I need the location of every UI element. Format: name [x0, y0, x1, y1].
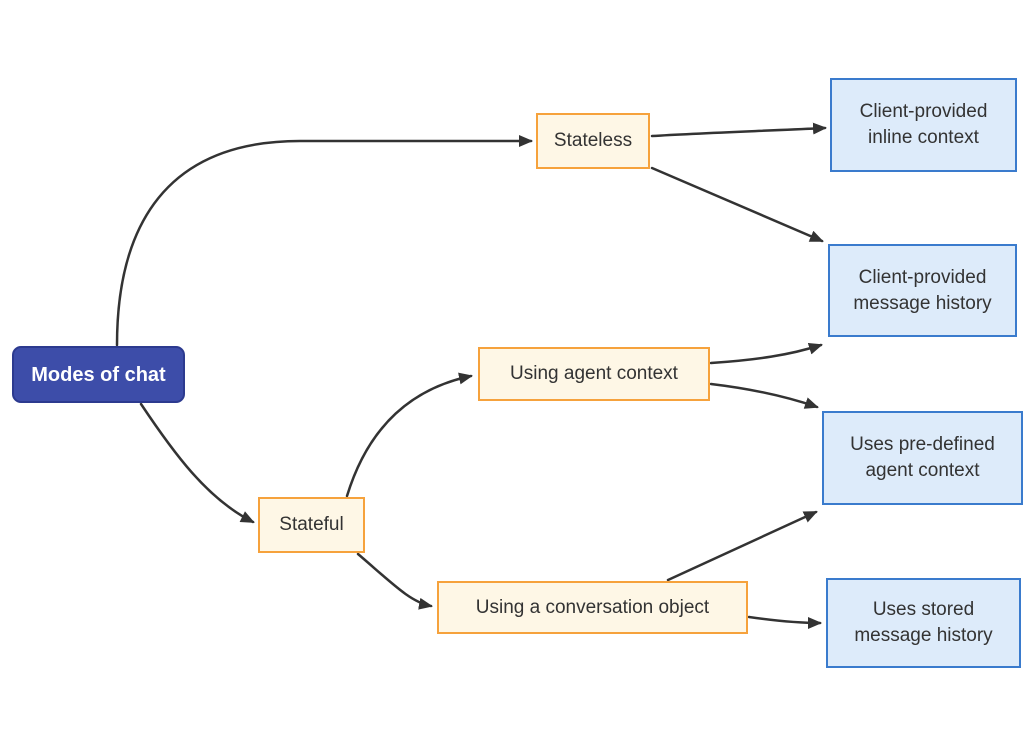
node-client-provided-inline-context: Client-provided inline context	[830, 78, 1017, 172]
edge-agent-predefined	[709, 382, 819, 409]
node-uses-stored-message-history: Uses stored message history	[826, 578, 1021, 668]
edge-stateful-agent	[345, 372, 473, 498]
node-using-a-conversation-object: Using a conversation object	[437, 581, 748, 634]
edge-stateless-history	[650, 166, 824, 243]
node-stateless: Stateless	[536, 113, 650, 169]
node-uses-predefined-agent-context: Uses pre-defined agent context	[822, 411, 1023, 505]
node-stateful: Stateful	[258, 497, 365, 553]
edge-stateful-conversation	[356, 552, 433, 610]
node-using-agent-context: Using agent context	[478, 347, 710, 401]
edge-agent-history	[709, 342, 823, 365]
edge-modes-stateless	[115, 135, 533, 347]
edge-conversation-stored	[747, 615, 822, 629]
edge-stateless-inline	[650, 122, 827, 138]
node-modes-of-chat: Modes of chat	[12, 346, 185, 403]
edge-modes-stateful	[139, 402, 255, 524]
node-client-provided-message-history: Client-provided message history	[828, 244, 1017, 337]
edge-conversation-predefined	[666, 510, 818, 582]
